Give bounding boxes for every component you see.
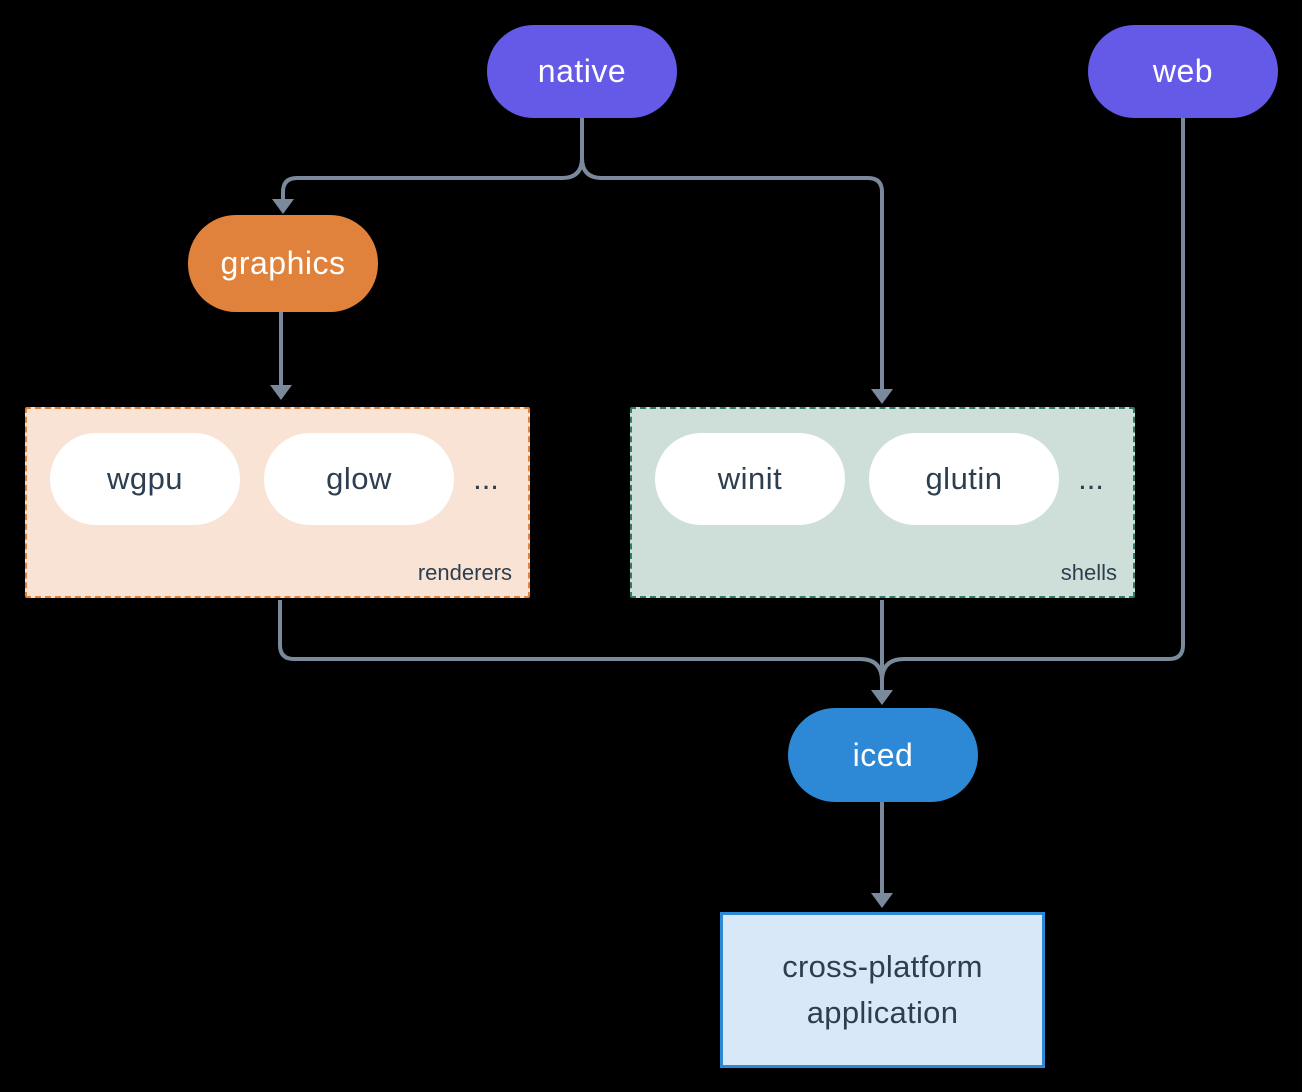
shells-group-label: shells [1060,560,1117,585]
arrowhead-renderers [270,385,292,400]
node-graphics: graphics [188,215,378,312]
node-glow-label: glow [326,461,392,496]
node-native-label: native [537,53,627,89]
node-wgpu: wgpu [50,433,240,525]
node-iced: iced [788,708,978,802]
node-native: native [487,25,677,118]
node-winit: winit [655,433,845,525]
group-renderers: wgpu glow ... renderers [25,407,530,598]
edge-native-graphics [281,118,584,199]
app-label-line2: application [806,995,959,1030]
node-web-label: web [1152,53,1214,89]
node-glutin: glutin [869,433,1059,525]
node-wgpu-label: wgpu [106,461,184,496]
renderers-ellipsis: ... [473,461,499,496]
arrowhead-iced [871,690,893,705]
arrowhead-app [871,893,893,908]
node-graphics-label: graphics [220,245,346,281]
edge-web-iced [880,118,1185,682]
group-shells: winit glutin ... shells [630,407,1135,598]
shells-ellipsis: ... [1078,461,1104,496]
node-winit-label: winit [717,461,783,496]
arrowhead-graphics [272,199,294,214]
node-web: web [1088,25,1278,118]
edge-native-shells [580,157,884,389]
arrowhead-shells [871,389,893,404]
renderers-group-label: renderers [417,560,512,585]
node-iced-label: iced [852,736,914,773]
node-cross-platform-application: cross-platform application [720,912,1045,1068]
app-label-line1: cross-platform [782,948,983,984]
node-glow: glow [264,433,454,525]
edge-renderers-iced [278,600,884,682]
node-glutin-label: glutin [925,461,1003,496]
